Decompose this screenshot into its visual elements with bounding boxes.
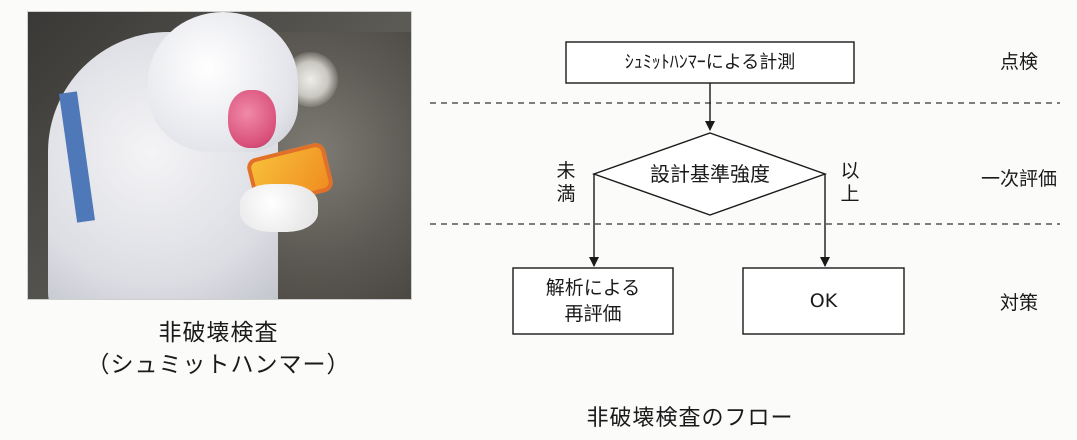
measure-label: ｼｭﾐｯﾄﾊﾝﾏｰによる計測 [624,52,796,73]
reanalysis-label-line1: 解析による [545,277,641,299]
branch-below-label: 未満 [556,160,576,205]
stage-primary-evaluation-label: 一次評価 [981,168,1058,190]
reanalysis-label-line2: 再評価 [564,303,622,325]
ok-label: OK [809,290,838,312]
stage-countermeasure-label: 対策 [1000,292,1039,314]
photo-caption-title: 非破壊検査 [158,320,279,346]
inspection-photo [27,11,412,300]
reanalysis-box [512,267,674,335]
photo-caption-subtitle: （シュミットハンマー） [86,352,351,378]
branch-above-label: 以上 [840,160,860,205]
respirator-mask [228,90,276,148]
glove [240,184,318,232]
ok-box [742,267,905,335]
measure-box [565,41,855,84]
flow-title: 非破壊検査のフロー [586,406,794,431]
decision-label: 設計基準強度 [650,162,770,186]
decision-diamond [591,132,828,216]
stage-inspection-label: 点検 [1000,51,1039,73]
